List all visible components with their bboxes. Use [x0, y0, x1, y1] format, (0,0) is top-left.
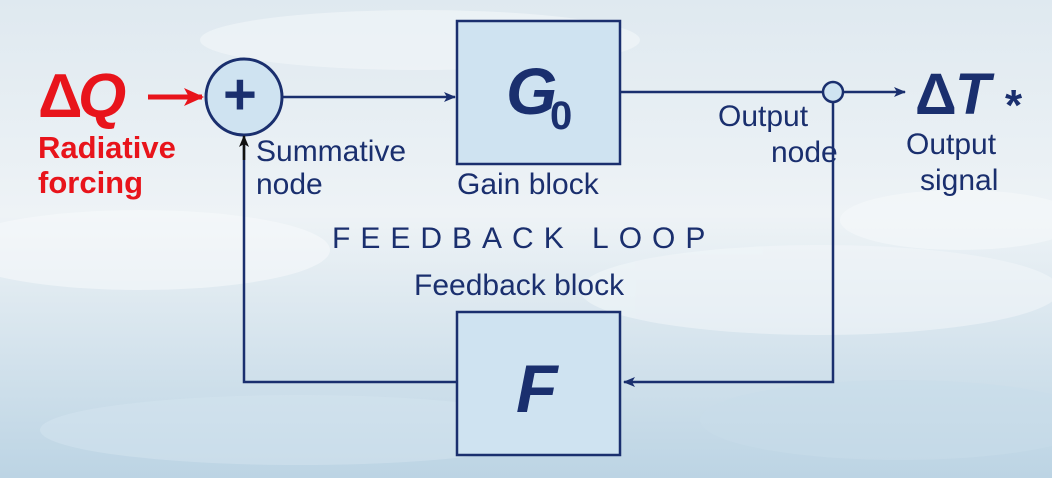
- feedback-block-rect: [455, 310, 622, 457]
- input-label-line1: Radiative: [38, 130, 176, 165]
- feedback-loop-title: FEEDBACK LOOP: [332, 222, 716, 255]
- output-node-circle: [821, 80, 845, 104]
- feedback-path-left: [242, 138, 457, 384]
- summative-node-label-line1: Summative: [256, 135, 407, 168]
- output-node-label-line2: node: [771, 136, 838, 169]
- output-label-line2: signal: [920, 164, 999, 197]
- input-variable: Q: [78, 62, 127, 131]
- feedback-path-right: [623, 102, 835, 387]
- output-variable: T: [955, 62, 991, 127]
- output-delta-symbol: Δ: [915, 62, 957, 127]
- summative-node-symbol: +: [223, 62, 257, 127]
- gain-block-subscript: 0: [550, 94, 573, 138]
- input-label-line2: forcing: [38, 165, 144, 200]
- output-marker: *: [1005, 81, 1023, 130]
- input-delta-symbol: Δ: [38, 62, 83, 131]
- gain-block-symbol: G: [506, 54, 558, 128]
- gain-block-label: Gain block: [457, 168, 599, 201]
- gain-block-rect: [455, 19, 622, 166]
- output-node-label-line1: Output: [718, 100, 809, 133]
- output-label-line1: Output: [906, 128, 997, 161]
- summative-node-label-line2: node: [256, 168, 323, 201]
- feedback-block-label: Feedback block: [414, 269, 625, 302]
- feedback-block-symbol: F: [516, 351, 558, 427]
